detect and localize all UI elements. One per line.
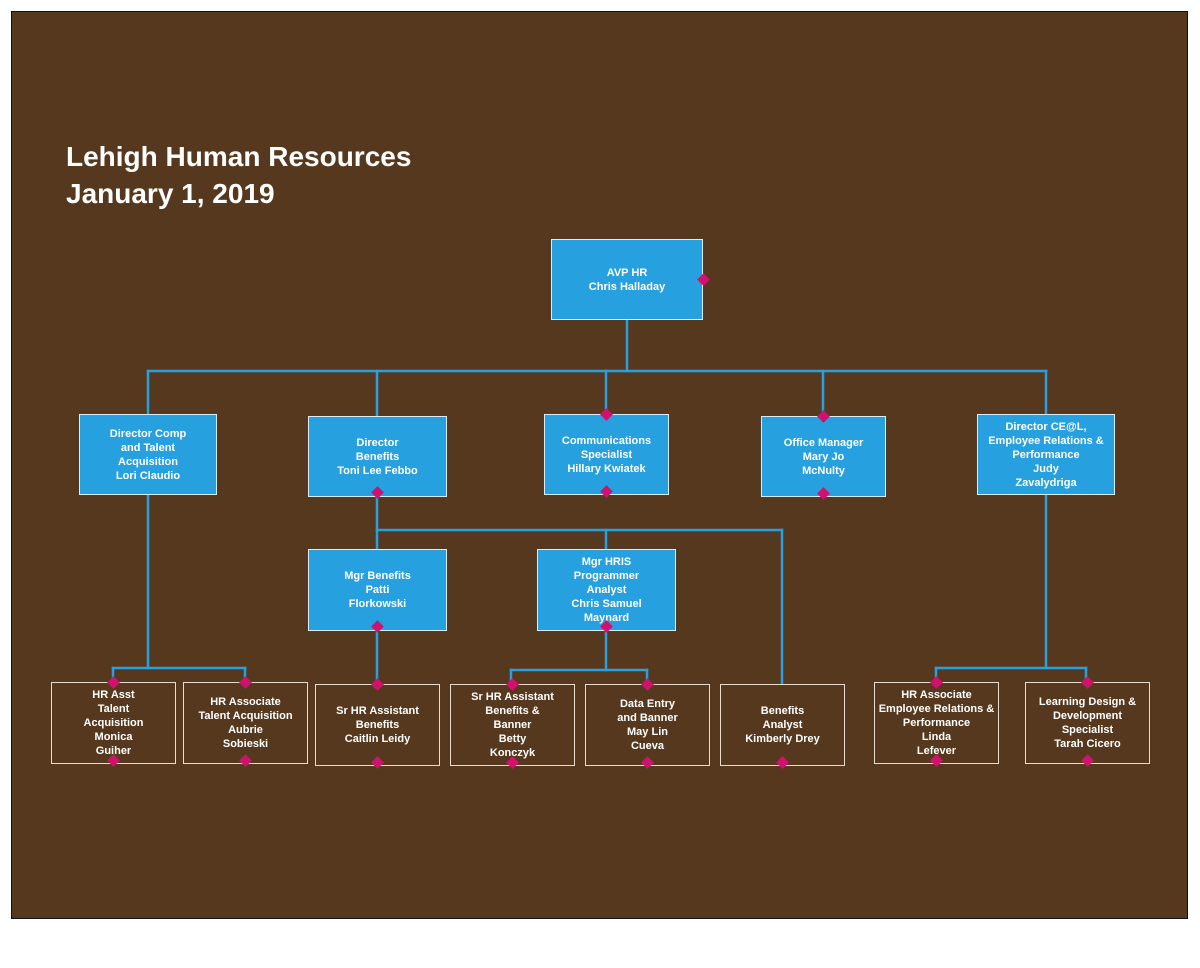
node-text-line: Cueva: [630, 740, 665, 752]
node-text-line: Analyst: [586, 584, 627, 596]
node-text-line: Employee Relations &: [988, 434, 1104, 447]
node-text-line: Acquisition: [83, 717, 144, 729]
node-text-line: Banner: [493, 719, 532, 731]
connection-handle-icon[interactable]: [371, 486, 384, 499]
node-text-line: Learning Design &: [1038, 696, 1137, 708]
node-text-line: Maynard: [583, 612, 630, 624]
node-text-line: Development: [1052, 710, 1123, 722]
node-text-line: HR Asst: [92, 689, 135, 701]
node-text-line: Mary Jo: [802, 450, 845, 463]
connection-handle-icon[interactable]: [371, 620, 384, 633]
node-director-ceal[interactable]: Director CE@L,Employee Relations &Perfor…: [977, 414, 1115, 495]
node-text-line: Aubrie: [228, 724, 263, 736]
node-text-line: Konczyk: [489, 747, 536, 759]
node-text-line: Performance: [902, 717, 971, 729]
node-text-line: Communications: [561, 434, 652, 447]
node-text-line: Chris Halladay: [588, 280, 666, 293]
node-text-line: Chris Samuel: [571, 598, 642, 610]
node-text-line: Lori Claudio: [115, 469, 181, 482]
node-text-line: Florkowski: [348, 598, 407, 610]
node-text-line: Sobieski: [222, 738, 269, 750]
node-text-line: Sr HR Assistant: [336, 705, 419, 717]
node-text-line: Monica: [94, 731, 133, 743]
node-text-line: Guiher: [95, 745, 132, 757]
node-text-line: Employee Relations &: [878, 703, 995, 715]
node-text-line: AVP HR: [606, 266, 648, 279]
node-text-line: HR Associate: [210, 696, 281, 708]
node-text-line: Analyst: [762, 719, 803, 731]
node-text-line: Performance: [1012, 448, 1080, 461]
node-text-line: Hillary Kwiatek: [567, 462, 646, 475]
node-text-line: Linda: [921, 731, 952, 743]
node-text-line: Tarah Cicero: [1054, 738, 1121, 750]
node-text-line: HR Associate: [901, 689, 972, 701]
node-text-line: Benefits: [355, 719, 400, 731]
node-text-line: Talent: [97, 703, 130, 715]
node-text-line: Office Manager: [783, 436, 864, 449]
node-text-line: Judy: [1033, 462, 1059, 475]
node-text-line: Acquisition: [118, 455, 178, 468]
node-text-line: McNulty: [802, 464, 845, 477]
node-text-line: and Banner: [617, 712, 678, 724]
node-text-line: Benefits: [355, 450, 400, 463]
node-text-line: Zavalydriga: [1015, 476, 1077, 489]
node-text-line: Specialist: [580, 448, 633, 461]
node-text-line: Toni Lee Febbo: [337, 464, 418, 477]
node-text-line: Lefever: [916, 745, 957, 757]
node-text-line: Data Entry: [619, 698, 676, 710]
node-text-line: Director CE@L,: [1005, 420, 1087, 433]
node-text-line: Sr HR Assistant: [471, 691, 554, 703]
node-text-line: Benefits &: [485, 705, 540, 717]
node-text-line: Programmer: [573, 570, 640, 582]
chart-title: Lehigh Human Resources: [66, 141, 412, 172]
node-text-line: Benefits: [760, 705, 805, 717]
node-text-line: Talent Acquisition: [198, 710, 293, 722]
chart-date: January 1, 2019: [66, 178, 275, 209]
node-text-line: Kimberly Drey: [745, 733, 820, 745]
node-text-line: Patti: [365, 584, 390, 596]
node-text-line: Mgr HRIS: [581, 556, 632, 568]
node-text-line: Caitlin Leidy: [344, 733, 411, 745]
node-text-line: and Talent: [120, 441, 176, 454]
node-text-line: Mgr Benefits: [344, 570, 411, 582]
node-text-line: Director: [356, 436, 399, 449]
node-text-line: Specialist: [1061, 724, 1114, 736]
node-text-line: Director Comp: [109, 427, 187, 440]
node-text-line: Betty: [498, 733, 527, 745]
node-text-line: May Lin: [627, 726, 668, 738]
